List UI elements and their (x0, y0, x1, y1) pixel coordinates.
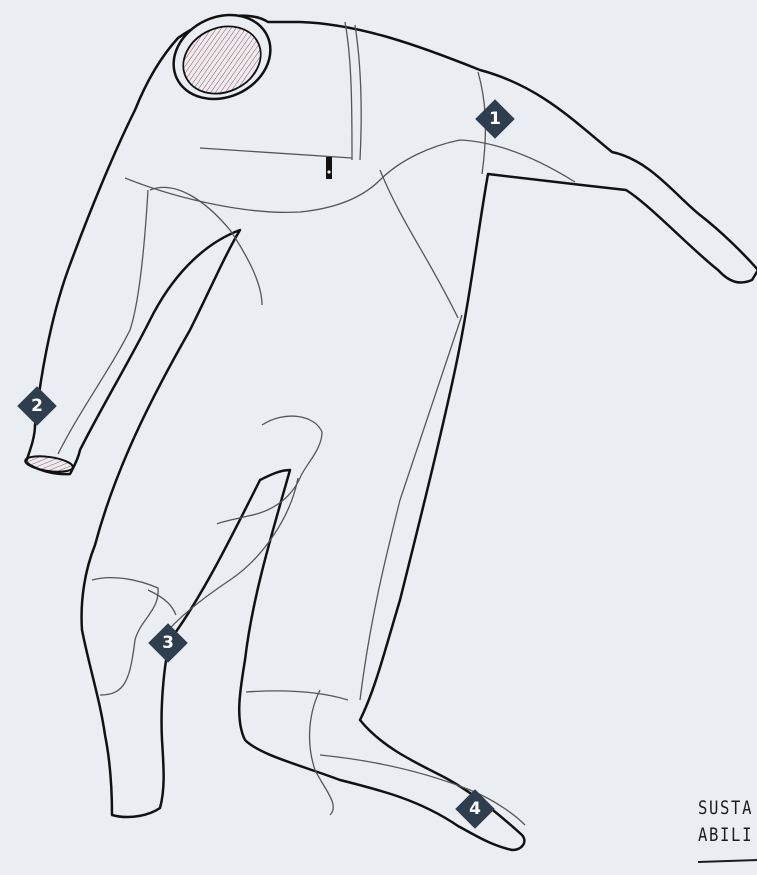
sustainability-heading: SUSTA ABILI (698, 795, 753, 849)
sustainability-line-2: ABILI (698, 824, 753, 846)
callout-number: 1 (475, 99, 515, 139)
callout-number: 3 (148, 623, 188, 663)
wetsuit-body-outline (26, 16, 757, 850)
callout-number: 2 (17, 386, 57, 426)
zip-pull (326, 157, 332, 179)
callout-marker-1[interactable]: 1 (475, 99, 515, 139)
callout-marker-3[interactable]: 3 (148, 623, 188, 663)
callout-marker-4[interactable]: 4 (455, 789, 495, 829)
zip-pull-ring (327, 170, 330, 173)
callout-marker-2[interactable]: 2 (17, 386, 57, 426)
callout-number: 4 (455, 789, 495, 829)
sustainability-line-1: SUSTA (698, 797, 753, 819)
